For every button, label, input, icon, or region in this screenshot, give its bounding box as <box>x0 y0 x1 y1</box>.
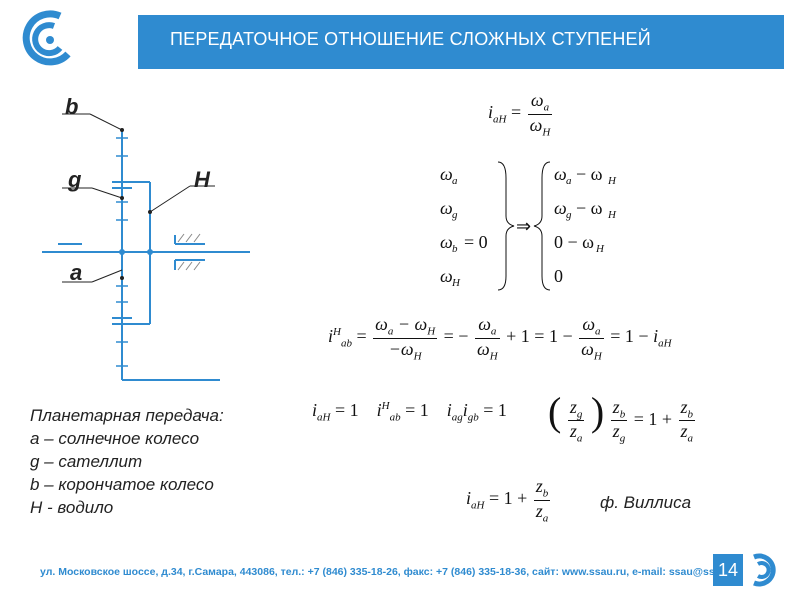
svg-text:H: H <box>607 175 617 187</box>
svg-text:ω: ω <box>554 198 567 218</box>
header-bar <box>138 15 784 69</box>
svg-text:ω: ω <box>440 232 453 252</box>
legend-item: b – корончатое колесо <box>30 475 214 494</box>
svg-text:= 0: = 0 <box>464 232 488 252</box>
gear-legend: Планетарная передача: a – солнечное коле… <box>30 404 224 519</box>
svg-text:ω: ω <box>440 198 453 218</box>
svg-text:b: b <box>452 243 458 255</box>
legend-item: g – сателлит <box>30 452 143 471</box>
svg-text:ω: ω <box>554 164 567 184</box>
svg-text:0: 0 <box>554 266 563 286</box>
willis-label: ф. Виллиса <box>600 493 692 512</box>
footer-logo-icon <box>753 553 776 587</box>
svg-text:H: H <box>451 277 461 289</box>
page-number: 14 <box>713 554 743 586</box>
svg-text:a: a <box>566 175 572 187</box>
legend-item: a – солнечное колесо <box>30 429 200 448</box>
slide-title: ПЕРЕДАТОЧНОЕ ОТНОШЕНИЕ СЛОЖНЫХ СТУПЕНЕЙ <box>170 29 651 49</box>
svg-text:H: H <box>595 243 605 255</box>
svg-text:− ω: − ω <box>576 164 603 184</box>
svg-text:g: g <box>452 209 458 221</box>
svg-text:− ω: − ω <box>576 198 603 218</box>
svg-text:g: g <box>566 209 572 221</box>
label-g: g <box>68 167 82 192</box>
university-logo <box>22 10 71 66</box>
formula-relations: iaH = 1 iHab = 1 iagigb = 1 <box>312 400 507 424</box>
label-H: H <box>194 167 210 192</box>
svg-text:0 − ω: 0 − ω <box>554 232 594 252</box>
svg-text:a: a <box>452 175 458 187</box>
svg-text:ω: ω <box>440 266 453 286</box>
planetary-gear-diagram <box>42 113 250 381</box>
svg-text:⇒: ⇒ <box>516 216 531 237</box>
legend-item: H - водило <box>30 498 114 517</box>
svg-text:H: H <box>607 209 617 221</box>
label-b: b <box>65 94 79 119</box>
footer-contacts: ул. Московское шоссе, д.34, г.Самара, 44… <box>40 566 741 578</box>
label-a: a <box>70 260 83 285</box>
legend-heading: Планетарная передача: <box>30 406 224 425</box>
svg-text:ω: ω <box>440 164 453 184</box>
